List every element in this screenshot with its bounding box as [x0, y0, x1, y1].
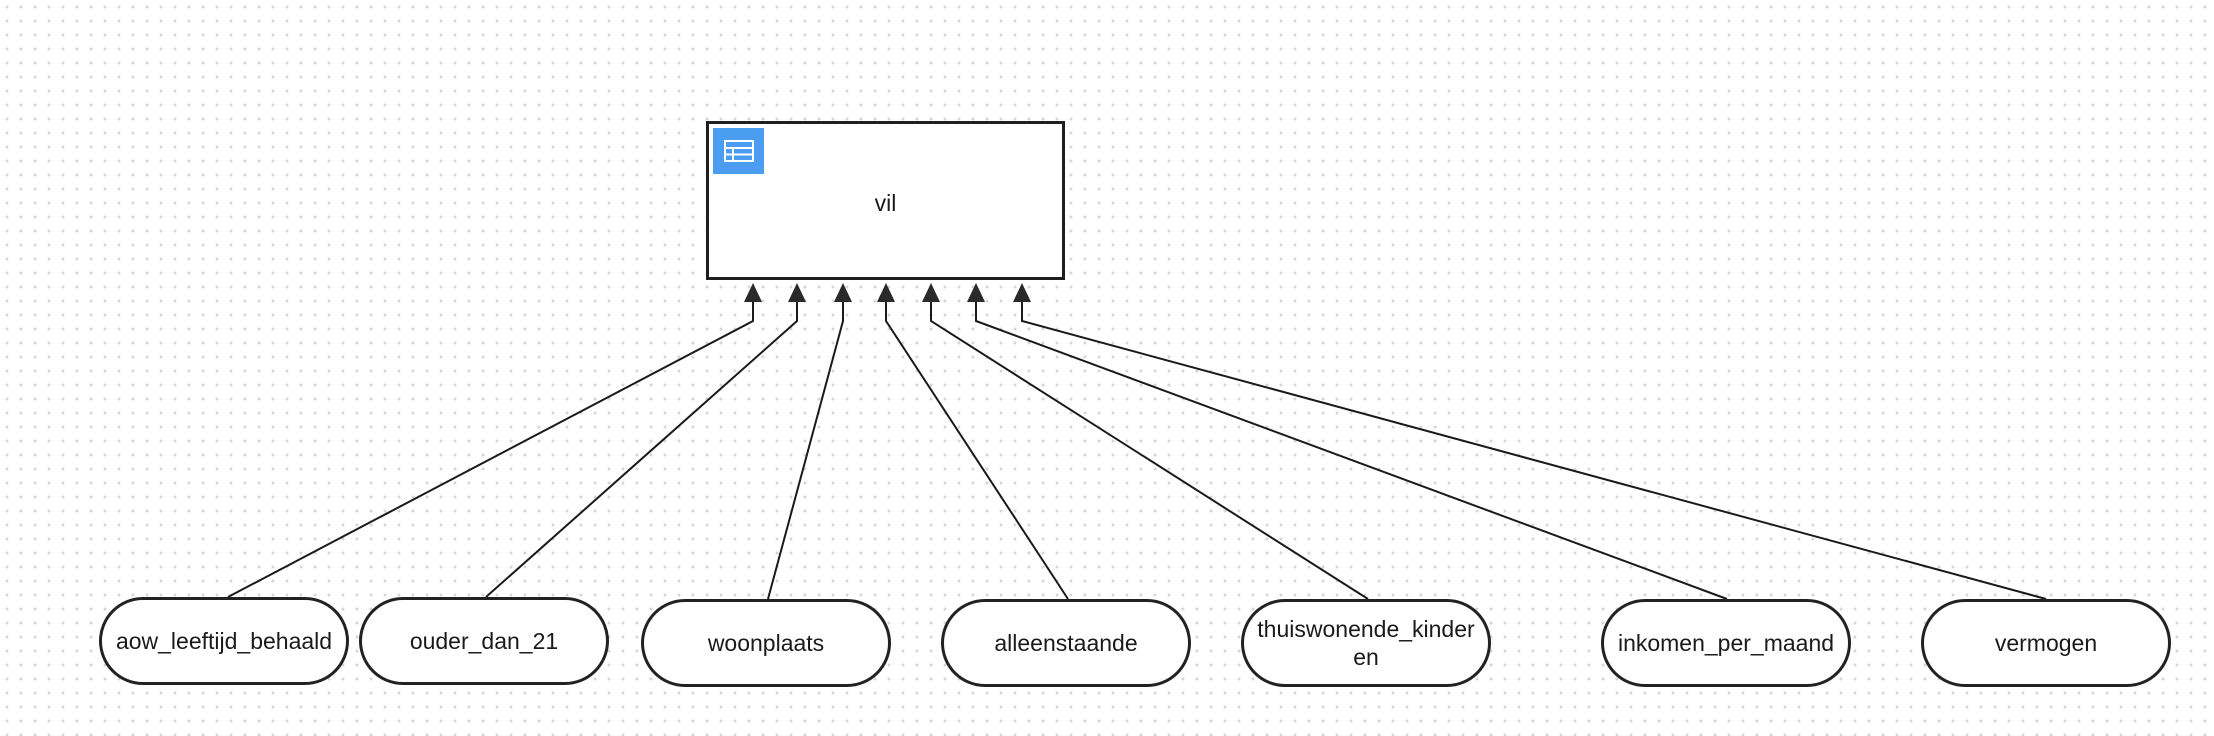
- input-node-label: thuiswonende_kinderen: [1257, 616, 1475, 670]
- arrowhead-icon: [922, 283, 940, 302]
- edge-alleenstaande[interactable]: [885, 302, 1069, 600]
- table-node-label: vil: [874, 190, 897, 216]
- edge-aow-leeftijd-behaald[interactable]: [227, 302, 754, 598]
- edge-inkomen-per-maand[interactable]: [975, 302, 1728, 600]
- table-node-vil[interactable]: vil: [706, 121, 1065, 280]
- input-node-vermogen[interactable]: vermogen: [1921, 599, 2171, 687]
- arrowhead-icon: [1013, 283, 1031, 302]
- input-node-label: woonplaats: [707, 630, 825, 656]
- table-icon: [713, 128, 764, 174]
- arrowhead-icon: [834, 283, 852, 302]
- input-node-label: ouder_dan_21: [409, 628, 559, 654]
- edge-ouder-dan-21[interactable]: [485, 302, 798, 598]
- input-node-woonplaats[interactable]: woonplaats: [641, 599, 891, 687]
- arrowhead-icon: [744, 283, 762, 302]
- input-node-label: inkomen_per_maand: [1617, 630, 1835, 656]
- input-node-label: alleenstaande: [994, 630, 1138, 656]
- input-node-thuiswonende-kinderen[interactable]: thuiswonende_kinderen: [1241, 599, 1491, 687]
- arrowhead-icon: [877, 283, 895, 302]
- edge-thuiswonende-kinderen[interactable]: [930, 302, 1369, 600]
- input-node-aow-leeftijd-behaald[interactable]: aow_leeftijd_behaald: [99, 597, 349, 685]
- input-node-label: aow_leeftijd_behaald: [115, 628, 333, 654]
- input-node-alleenstaande[interactable]: alleenstaande: [941, 599, 1191, 687]
- edge-woonplaats[interactable]: [767, 302, 844, 600]
- input-node-ouder-dan-21[interactable]: ouder_dan_21: [359, 597, 609, 685]
- input-node-inkomen-per-maand[interactable]: inkomen_per_maand: [1601, 599, 1851, 687]
- arrowhead-icon: [967, 283, 985, 302]
- edge-vermogen[interactable]: [1021, 302, 2047, 600]
- arrowhead-icon: [788, 283, 806, 302]
- input-node-label: vermogen: [1994, 630, 2098, 656]
